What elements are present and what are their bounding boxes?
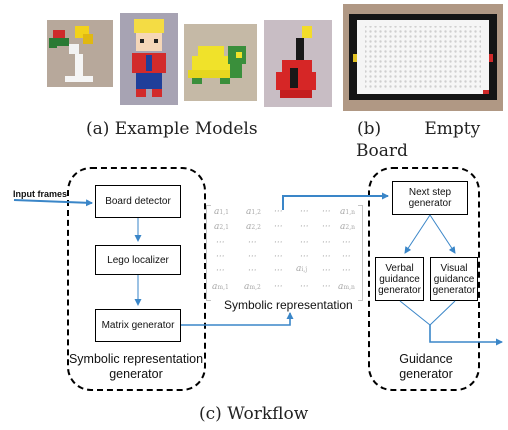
visual-guidance-generator-box: Visual guidance generator bbox=[430, 257, 478, 301]
verbal-guidance-generator-box: Verbal guidance generator bbox=[375, 257, 424, 301]
matrix-dots-4b: ··· bbox=[248, 252, 257, 262]
matrix-cell-1-n: a1,n bbox=[340, 207, 355, 217]
empty-board-photo bbox=[343, 4, 503, 111]
matrix-cell-2-n: a2,n bbox=[340, 222, 355, 232]
caption-empty-board-line1: (b) Empty bbox=[357, 119, 481, 139]
matrix-right-bracket bbox=[358, 205, 363, 301]
matrix-dots-5a: ··· bbox=[216, 266, 225, 276]
matrix-dots-4d: ··· bbox=[300, 252, 309, 262]
lego-model-guitar-photo bbox=[264, 20, 332, 107]
matrix-dots-1a: ··· bbox=[274, 207, 283, 217]
matrix-left-bracket bbox=[206, 205, 211, 301]
matrix-dots-3d: ··· bbox=[300, 238, 309, 248]
matrix-dots-3c: ··· bbox=[274, 238, 283, 248]
matrix-dots-5d: ··· bbox=[322, 266, 331, 276]
matrix-dots-2a: ··· bbox=[274, 222, 283, 232]
symbolic-representation-generator-group bbox=[67, 167, 206, 391]
matrix-cell-2-1: a2,1 bbox=[214, 222, 229, 232]
caption-empty-board-line2: Board bbox=[356, 141, 408, 161]
guidance-generator-group bbox=[368, 167, 480, 391]
matrix-cell-1-1: a1,1 bbox=[214, 207, 229, 217]
matrix-cell-i-j: ai,j bbox=[296, 264, 308, 274]
lego-localizer-box: Lego localizer bbox=[95, 245, 181, 275]
matrix-cell-m-1: am,1 bbox=[212, 282, 229, 292]
caption-workflow: (c) Workflow bbox=[199, 404, 309, 424]
arrow-visual-merge bbox=[429, 300, 456, 326]
matrix-dots-4e: ··· bbox=[322, 252, 331, 262]
lego-model-person-photo bbox=[120, 13, 178, 105]
lego-model-turtle-photo bbox=[184, 24, 257, 101]
matrix-dots-5e: ··· bbox=[342, 266, 351, 276]
matrix-dots-4c: ··· bbox=[274, 252, 283, 262]
matrix-dots-5b: ··· bbox=[248, 266, 257, 276]
matrix-dots-4a: ··· bbox=[216, 252, 225, 262]
symbolic-representation-generator-label: Symbolic representation generator bbox=[68, 352, 204, 381]
matrix-dots-6a: ··· bbox=[274, 282, 283, 292]
matrix-dots-1b: ··· bbox=[300, 207, 309, 217]
matrix-cell-1-2: a1,2 bbox=[246, 207, 261, 217]
arrow-verbal-merge bbox=[399, 300, 431, 326]
caption-example-models: (a) Example Models bbox=[86, 119, 258, 139]
arrow-next-to-verbal bbox=[404, 214, 431, 254]
matrix-dots-3f: ··· bbox=[342, 238, 351, 248]
matrix-dots-1c: ··· bbox=[322, 207, 331, 217]
matrix-cell-2-2: a2,2 bbox=[246, 222, 261, 232]
guidance-generator-label: Guidance generator bbox=[399, 352, 453, 381]
matrix-dots-6b: ··· bbox=[300, 282, 309, 292]
next-step-generator-box: Next step generator bbox=[392, 181, 468, 215]
symbolic-representation-label: Symbolic representation bbox=[224, 298, 353, 312]
matrix-dots-3a: ··· bbox=[216, 238, 225, 248]
arrow-representation-to-next-step bbox=[282, 192, 389, 210]
lego-model-flower-photo bbox=[47, 20, 113, 87]
matrix-cell-m-2: am,2 bbox=[244, 282, 261, 292]
matrix-dots-4f: ··· bbox=[342, 252, 351, 262]
matrix-generator-box: Matrix generator bbox=[95, 309, 181, 342]
board-detector-box: Board detector bbox=[95, 185, 181, 218]
matrix-dots-2c: ··· bbox=[322, 222, 331, 232]
matrix-cell-m-n: am,n bbox=[338, 282, 355, 292]
matrix-dots-3e: ··· bbox=[322, 238, 331, 248]
input-frames-label: Input frames bbox=[13, 189, 68, 199]
matrix-dots-5c: ··· bbox=[274, 266, 283, 276]
matrix-dots-6c: ··· bbox=[322, 282, 331, 292]
arrow-input-to-board-detector bbox=[13, 199, 93, 207]
matrix-dots-2b: ··· bbox=[300, 222, 309, 232]
arrow-next-to-visual bbox=[429, 214, 456, 254]
arrow-guidance-output bbox=[429, 325, 503, 346]
arrow-matrix-to-representation bbox=[181, 312, 294, 326]
matrix-dots-3b: ··· bbox=[248, 238, 257, 248]
